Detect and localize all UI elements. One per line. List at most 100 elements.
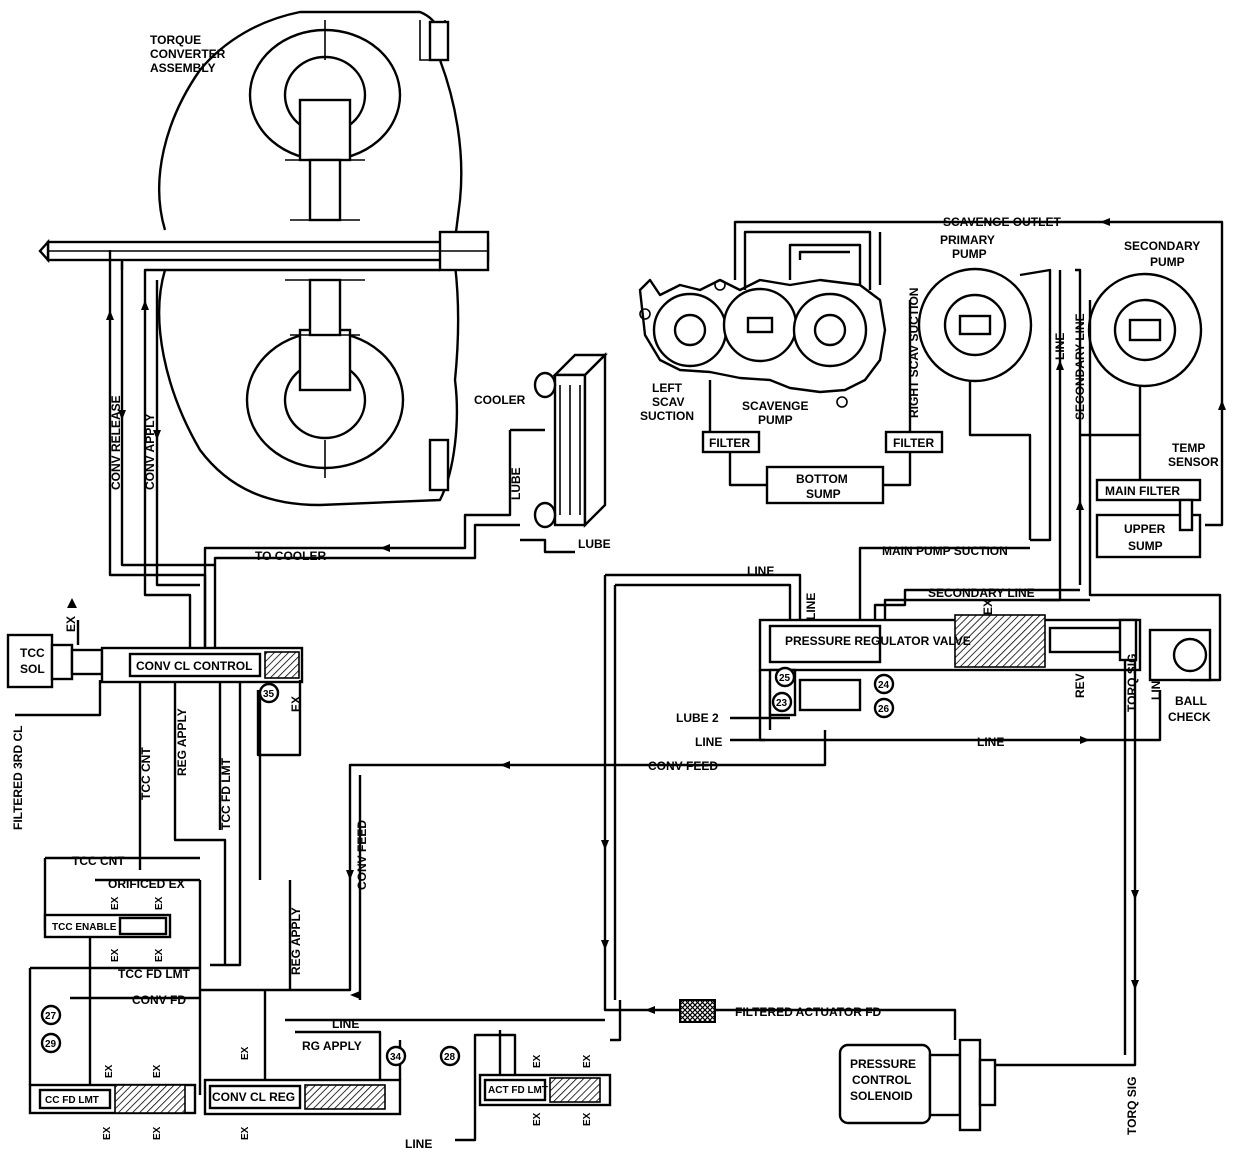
label-rev: REV <box>1073 673 1087 698</box>
label-secondary-pump-2: PUMP <box>1150 255 1185 269</box>
label-ex-prv: EX <box>981 599 995 615</box>
label-ex-k: EX <box>532 1054 543 1068</box>
checkball-26 <box>873 697 895 719</box>
checkball-28-label: 28 <box>444 1052 456 1063</box>
act-fd-lmt-valve <box>455 999 957 1142</box>
label-ex-d: EX <box>154 948 165 962</box>
label-bottom-sump-2: SUMP <box>806 487 841 501</box>
label-ex-c: EX <box>110 948 121 962</box>
label-tcc-enable: TCC ENABLE <box>52 922 117 933</box>
checkball-25-label: 25 <box>779 673 791 684</box>
label-pressure-regulator-valve: PRESSURE REGULATOR VALVE <box>785 634 971 648</box>
label-rg-apply: RG APPLY <box>302 1039 362 1053</box>
label-ex-tcc-sol: EX <box>64 616 78 632</box>
label-filtered-actuator-fd: FILTERED ACTUATOR FD <box>735 1005 882 1019</box>
flow-arrows <box>106 218 1226 1014</box>
label-torque: TORQUE <box>150 33 201 47</box>
label-act-fd-lmt: ACT FD LMT <box>488 1085 548 1096</box>
label-line-low: LINE <box>332 1017 359 1031</box>
label-upper-sump-1: UPPER <box>1124 522 1166 536</box>
checkball-34-label: 34 <box>390 1052 402 1063</box>
label-torq-sig-upper: TORQ SIG <box>1125 654 1139 712</box>
label-temp-sensor-2: SENSOR <box>1168 455 1219 469</box>
label-to-cooler: TO COOLER <box>255 549 326 563</box>
tcc-solenoid <box>6 620 104 717</box>
checkball-35 <box>258 682 280 704</box>
label-ex-i: EX <box>240 1126 251 1140</box>
checkballs: 25 23 24 26 35 27 29 34 28 <box>40 666 895 1067</box>
pressure-control-solenoid <box>838 1038 997 1132</box>
label-tcc-fd-lmt-h: TCC FD LMT <box>118 967 191 981</box>
label-conv-feed-h: CONV FEED <box>648 759 718 773</box>
label-main-filter: MAIN FILTER <box>1105 484 1180 498</box>
checkball-24-label: 24 <box>878 680 890 691</box>
label-left-scav-1: LEFT <box>652 381 683 395</box>
checkball-25 <box>774 666 796 688</box>
primary-pump <box>917 267 1062 602</box>
checkball-23-label: 23 <box>776 698 788 709</box>
label-ex-e: EX <box>102 1126 113 1140</box>
label-secondary-line-v: SECONDARY LINE <box>1073 313 1087 420</box>
label-assembly: ASSEMBLY <box>150 61 216 75</box>
label-cc-fd-lmt: CC FD LMT <box>45 1095 99 1106</box>
label-tcc-sol-1: TCC <box>20 646 45 660</box>
lower-valves <box>28 990 605 1116</box>
scavenge-pump-assembly <box>638 220 1224 527</box>
label-scavenge-pump-1: SCAVENGE <box>742 399 808 413</box>
label-conv-fd: CONV FD <box>132 993 186 1007</box>
label-filter-right: FILTER <box>893 436 934 450</box>
label-torq-sig-lower: TORQ SIG <box>1125 1077 1139 1135</box>
label-ball-check-1: BALL <box>1175 694 1207 708</box>
label-ex-j: EX <box>240 1046 251 1060</box>
label-conv-apply: CONV APPLY <box>143 414 157 490</box>
label-conv-cl-reg: CONV CL REG <box>212 1090 295 1104</box>
checkball-29 <box>40 1032 62 1054</box>
label-tcc-sol-2: SOL <box>20 662 45 676</box>
label-filtered-3rd-cl: FILTERED 3RD CL <box>11 726 25 830</box>
label-scavenge-outlet: SCAVENGE OUTLET <box>943 215 1061 229</box>
checkball-29-label: 29 <box>45 1039 57 1050</box>
label-lube2: LUBE 2 <box>676 711 719 725</box>
torque-converter <box>38 10 490 507</box>
pressure-regulator-valve <box>603 573 1162 1067</box>
checkball-27-label: 27 <box>45 1011 57 1022</box>
label-conv-cl-contrl: CONV CL CONTROL <box>136 659 252 673</box>
conv-feed-passage <box>200 763 620 1000</box>
scavenge-filters <box>701 300 944 505</box>
label-main-pump-suction: MAIN PUMP SUCTION <box>882 544 1008 558</box>
label-ex-m: EX <box>532 1112 543 1126</box>
label-reg-apply-v2: REG APPLY <box>289 907 303 975</box>
label-lube-h: LUBE <box>578 537 611 551</box>
checkball-26-label: 26 <box>878 704 890 715</box>
label-upper-sump-2: SUMP <box>1128 539 1163 553</box>
label-bottom-sump-1: BOTTOM <box>796 472 848 486</box>
label-reg-apply-v: REG APPLY <box>175 708 189 776</box>
label-primary-pump-1: PRIMARY <box>940 233 995 247</box>
label-pcs-2: CONTROL <box>852 1073 911 1087</box>
label-tcc-cnt-h: TCC CNT <box>72 854 125 868</box>
label-orificed-ex: ORIFICED EX <box>108 877 185 891</box>
label-converter: CONVERTER <box>150 47 226 61</box>
label-conv-release: CONV RELEASE <box>109 395 123 490</box>
conv-cl-control-valve <box>100 646 304 967</box>
label-temp-sensor-1: TEMP <box>1172 441 1205 455</box>
checkball-34 <box>385 1045 407 1067</box>
label-left-scav-3: SUCTION <box>640 409 694 423</box>
label-ex-g: EX <box>104 1064 115 1078</box>
label-lube-v: LUBE <box>509 467 523 500</box>
label-conv-feed-v: CONV FEED <box>355 820 369 890</box>
tcc-enable-valve <box>28 856 202 1095</box>
label-ex-b: EX <box>154 896 165 910</box>
label-scavenge-pump-2: PUMP <box>758 413 793 427</box>
label-ex-a: EX <box>110 896 121 910</box>
label-tcc-fd-lmt-v: TCC FD LMT <box>219 757 233 830</box>
label-cooler: COOLER <box>474 393 526 407</box>
checkball-28 <box>439 1045 461 1067</box>
checkball-27 <box>40 1004 62 1026</box>
label-line-bottom: LINE <box>405 1137 432 1151</box>
checkball-35-label: 35 <box>263 689 275 700</box>
label-ball-check-2: CHECK <box>1168 710 1211 724</box>
checkball-24 <box>873 673 895 695</box>
